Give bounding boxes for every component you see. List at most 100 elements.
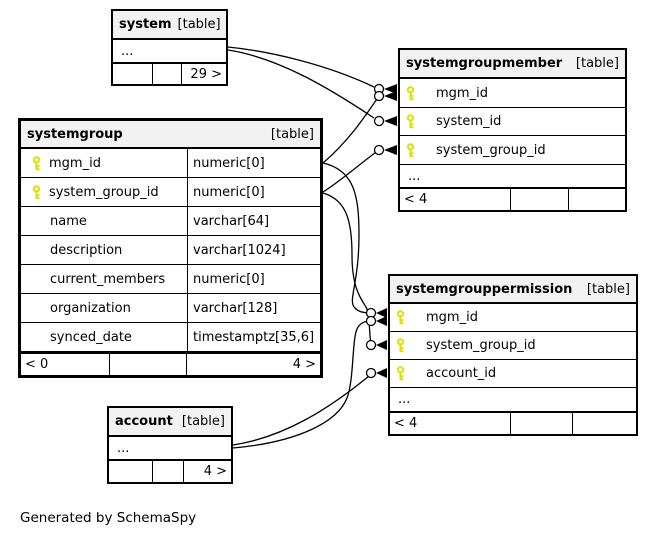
table-type-tag: [table] <box>181 414 225 429</box>
table-header[interactable]: system [table] <box>113 11 226 40</box>
column-type: varchar[64] <box>187 207 320 235</box>
footer-children-count: < 0 <box>25 357 49 372</box>
primary-key-icon <box>31 155 42 171</box>
column-row[interactable]: current_members numeric[0] <box>21 265 320 294</box>
primary-key-icon <box>405 114 416 129</box>
table-header[interactable]: systemgroupmember [table] <box>400 50 625 79</box>
fk-edge-group-perm-sysgrp <box>322 192 372 345</box>
fk-edge-group-member-sysgrp <box>322 149 380 193</box>
fk-arrowhead <box>376 368 387 378</box>
fk-dot <box>365 315 377 327</box>
table-footer: 4 > <box>109 459 231 482</box>
table-systemgroupmember[interactable]: systemgroupmember [table] mgm_id system_… <box>398 48 627 212</box>
column-row[interactable]: mgm_id <box>390 304 636 332</box>
hidden-columns-row: ... <box>121 43 134 59</box>
column-row[interactable]: system_group_id <box>400 136 625 165</box>
primary-key-icon <box>405 142 416 158</box>
fk-arrowhead <box>384 145 397 155</box>
table-footer: < 0 4 > <box>21 352 320 375</box>
table-name: systemgroup <box>27 126 123 142</box>
column-row[interactable]: name varchar[64] <box>21 207 320 236</box>
column-type: numeric[0] <box>187 149 320 177</box>
fk-arrowhead <box>384 116 397 126</box>
column-type: numeric[0] <box>187 265 320 293</box>
column-row[interactable]: mgm_id <box>400 79 625 108</box>
fk-edge-group-member-mgm <box>322 95 380 164</box>
column-row[interactable]: account_id <box>390 360 636 388</box>
table-header[interactable]: systemgrouppermission [table] <box>390 276 636 304</box>
generated-by-note: Generated by SchemaSpy <box>20 510 197 526</box>
column-name: name <box>50 213 87 229</box>
hidden-columns-row: ... <box>117 440 130 456</box>
column-row[interactable]: system_group_id <box>390 332 636 360</box>
table-account[interactable]: account [table] ... 4 > <box>107 406 233 484</box>
column-name: mgm_id <box>426 310 478 325</box>
table-header[interactable]: account [table] <box>109 408 231 437</box>
fk-dot <box>365 339 377 351</box>
fk-arrowhead <box>376 308 387 318</box>
column-name: current_members <box>50 271 166 287</box>
table-footer: < 4 <box>400 187 625 210</box>
hidden-columns-row: ... <box>408 168 421 184</box>
table-type-tag: [table] <box>586 281 630 297</box>
footer-cell <box>510 413 572 434</box>
column-name: account_id <box>426 366 497 381</box>
column-row[interactable]: description varchar[1024] <box>21 236 320 265</box>
column-name: system_group_id <box>49 184 159 200</box>
fk-edge-system-member-mgm <box>227 46 375 88</box>
column-row[interactable]: organization varchar[128] <box>21 294 320 323</box>
table-systemgroup[interactable]: systemgroup [table] mgm_id numeric[0] sy… <box>18 118 323 378</box>
column-row[interactable]: system_id <box>400 108 625 136</box>
table-name: systemgrouppermission <box>396 281 573 297</box>
table-footer: 29 > <box>113 62 226 84</box>
fk-edge-group-perm-mgm <box>322 162 372 314</box>
table-type-tag: [table] <box>575 56 619 71</box>
primary-key-icon <box>395 366 406 381</box>
footer-children-count: < 4 <box>404 192 428 207</box>
fk-edge-account-perm-acct <box>232 375 370 446</box>
column-name: system_group_id <box>426 338 536 353</box>
fk-arrowhead <box>384 84 397 94</box>
column-type: timestamptz[35,6] <box>187 323 320 351</box>
column-name: system_id <box>436 114 502 129</box>
primary-key-icon <box>395 338 406 353</box>
table-type-tag: [table] <box>270 126 314 142</box>
footer-parents-count: 4 > <box>186 354 320 375</box>
table-systemgrouppermission[interactable]: systemgrouppermission [table] mgm_id sys… <box>388 274 638 436</box>
table-name: system <box>119 17 172 32</box>
footer-cell <box>510 189 568 210</box>
table-system[interactable]: system [table] ... 29 > <box>111 9 228 86</box>
primary-key-icon <box>31 184 42 200</box>
footer-children-count: < 4 <box>394 416 418 431</box>
column-row[interactable]: system_group_id numeric[0] <box>21 178 320 207</box>
column-type: numeric[0] <box>187 178 320 206</box>
column-name: organization <box>50 300 131 316</box>
column-type: varchar[1024] <box>187 236 320 264</box>
footer-cell <box>113 64 152 84</box>
fk-dot <box>373 115 385 127</box>
column-type: varchar[128] <box>187 294 320 322</box>
column-name: mgm_id <box>49 155 101 171</box>
primary-key-icon <box>405 85 416 101</box>
column-name: synced_date <box>50 329 132 345</box>
fk-arrowhead <box>376 340 387 350</box>
table-type-tag: [table] <box>177 17 221 32</box>
footer-cell <box>109 461 152 482</box>
table-footer: < 4 <box>390 411 636 434</box>
footer-cell <box>152 461 183 482</box>
footer-cell <box>109 354 186 375</box>
table-name: systemgroupmember <box>406 56 563 71</box>
fk-dot <box>365 367 377 379</box>
fk-arrowhead <box>384 91 397 101</box>
fk-dot <box>373 144 385 156</box>
fk-edge-account-perm-mgm <box>232 320 372 449</box>
fk-edge-system-member-systemid <box>227 49 375 119</box>
column-name: mgm_id <box>436 85 488 101</box>
column-name: system_group_id <box>436 142 546 158</box>
table-header[interactable]: systemgroup [table] <box>21 121 320 149</box>
column-row[interactable]: synced_date timestamptz[35,6] <box>21 323 320 352</box>
column-row[interactable]: mgm_id numeric[0] <box>21 149 320 178</box>
table-name: account <box>115 414 173 429</box>
